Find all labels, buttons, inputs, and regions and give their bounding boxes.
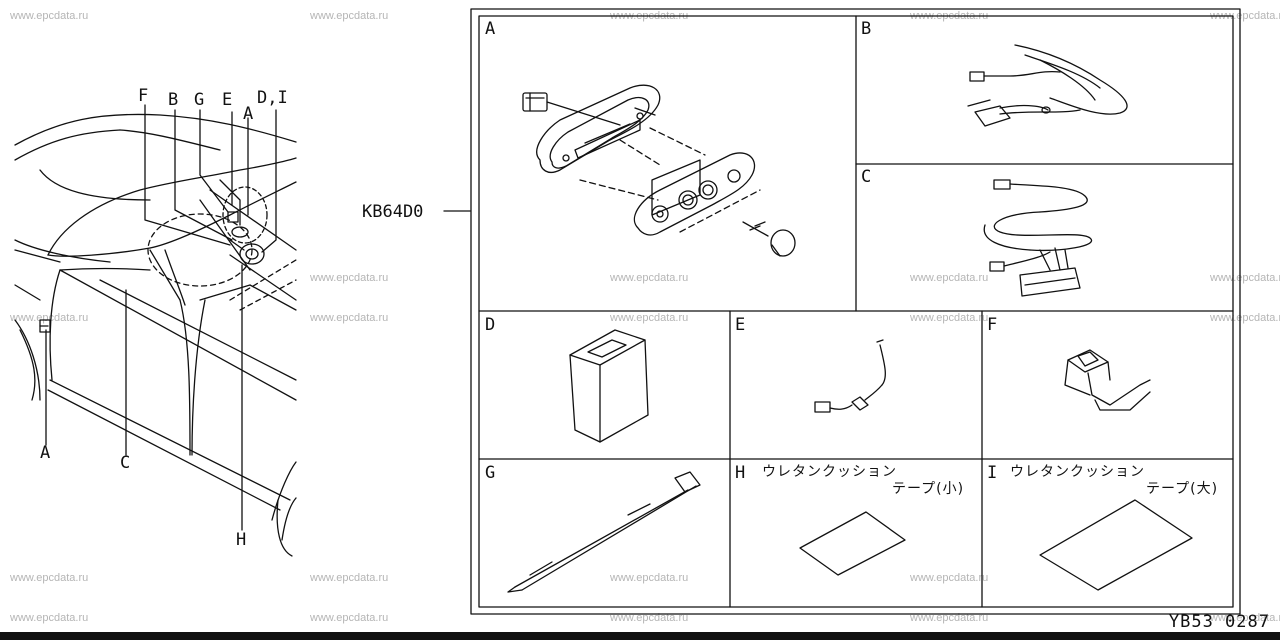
watermark-text: www.epcdata.ru — [10, 312, 89, 324]
cell-H-desc-line1: ウレタンクッション — [762, 464, 897, 480]
callout-H: H — [236, 530, 247, 550]
watermark-text: www.epcdata.ru — [310, 612, 389, 624]
watermark-text: www.epcdata.ru — [10, 10, 89, 22]
callout-A-bottom: A — [40, 443, 51, 463]
cell-label-C: C — [861, 167, 872, 187]
watermark-text: www.epcdata.ru — [10, 572, 89, 584]
part-C-harness — [983, 179, 1093, 297]
watermark-text: www.epcdata.ru — [1210, 612, 1280, 624]
watermark-text: www.epcdata.ru — [1210, 10, 1280, 22]
vehicle-sketch — [14, 104, 297, 557]
part-A-switch-bezel — [522, 84, 796, 257]
watermark-text: www.epcdata.ru — [610, 612, 689, 624]
watermark-text: www.epcdata.ru — [910, 572, 989, 584]
footer-bar — [0, 632, 1280, 640]
watermark-text: www.epcdata.ru — [910, 612, 989, 624]
callout-F: F — [138, 86, 149, 106]
watermark-text: www.epcdata.ru — [310, 572, 389, 584]
cell-label-H: H — [735, 463, 746, 483]
cell-label-A: A — [485, 19, 496, 39]
callout-G: G — [194, 90, 205, 110]
cell-label-B: B — [861, 19, 872, 39]
cell-I-desc-line1: ウレタンクッション — [1010, 464, 1145, 480]
part-G-cable-tie — [507, 471, 701, 593]
drawing-code: YB53 0287 — [1168, 612, 1270, 632]
cell-label-F: F — [987, 315, 998, 335]
part-F-clip — [1064, 349, 1151, 411]
watermark-text: www.epcdata.ru — [310, 312, 389, 324]
callout-B: B — [168, 90, 179, 110]
callout-A-top: A — [243, 104, 254, 124]
cell-label-E: E — [735, 315, 746, 335]
watermark-text: www.epcdata.ru — [1210, 312, 1280, 324]
callout-D-I: D,I — [257, 88, 288, 108]
part-I-tape — [1039, 499, 1193, 591]
cell-label-I: I — [987, 463, 998, 483]
cell-I-desc-line2: テープ(大) — [1146, 481, 1219, 497]
part-B-harness — [967, 44, 1128, 127]
watermark-text: www.epcdata.ru — [610, 312, 689, 324]
watermark-text: www.epcdata.ru — [310, 272, 389, 284]
callout-C: C — [120, 453, 131, 473]
part-E-wire — [814, 339, 886, 413]
watermark-text: www.epcdata.ru — [310, 10, 389, 22]
callout-E: E — [222, 90, 233, 110]
cell-label-D: D — [485, 315, 496, 335]
parts-kit-frame — [470, 8, 1241, 615]
watermark-text: www.epcdata.ru — [610, 572, 689, 584]
part-H-tape — [799, 511, 906, 576]
cell-H-desc-line2: テープ(小) — [892, 481, 965, 497]
watermark-text: www.epcdata.ru — [910, 312, 989, 324]
watermark-text: www.epcdata.ru — [910, 272, 989, 284]
watermark-text: www.epcdata.ru — [1210, 272, 1280, 284]
watermark-text: www.epcdata.ru — [610, 272, 689, 284]
kit-part-number: KB64D0 — [362, 202, 424, 222]
cell-label-G: G — [485, 463, 496, 483]
watermark-text: www.epcdata.ru — [10, 612, 89, 624]
part-D-block — [569, 329, 649, 443]
